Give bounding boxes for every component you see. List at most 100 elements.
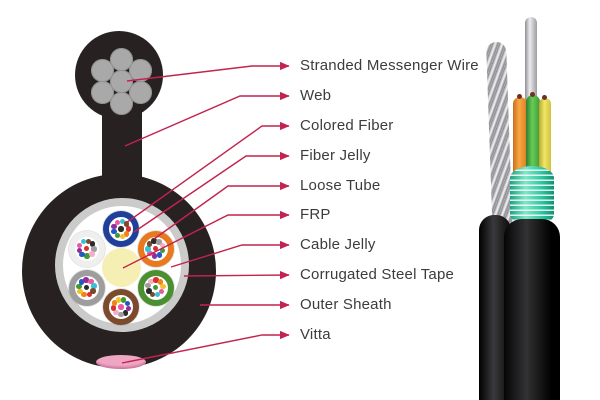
colored-fiber-dot: [78, 279, 85, 285]
line-colored-fiber: [125, 121, 290, 224]
photo-corrugated-steel-tape: [510, 166, 554, 226]
colored-fiber-dot: [81, 291, 87, 298]
colored-fiber-dot: [83, 277, 89, 283]
colored-fiber-dot: [152, 284, 159, 291]
colored-fiber-dot: [90, 288, 96, 294]
messenger-strand: [90, 80, 114, 104]
colored-fiber-dot: [146, 288, 152, 294]
photo-strength-rod: [525, 17, 537, 102]
colored-fiber-dot: [76, 242, 83, 249]
loose-tube-cross-section: [103, 211, 139, 247]
label-outer-sheath: Outer Sheath: [300, 296, 392, 313]
loose-tube-cross-section: [68, 269, 105, 306]
colored-fiber-dot: [118, 226, 124, 232]
colored-fiber-dot: [152, 245, 159, 252]
colored-fiber-dot: [76, 283, 82, 290]
colored-fiber-dot: [111, 300, 118, 306]
colored-fiber-dot: [111, 228, 117, 235]
colored-fiber-dot: [84, 253, 90, 259]
photo-fiber-tip: [542, 95, 547, 100]
loose-tube-cross-section: [137, 230, 174, 267]
messenger-strand: [90, 58, 114, 82]
colored-fiber-dot: [125, 305, 132, 312]
line-web: [124, 91, 290, 147]
colored-fiber-dot: [146, 241, 153, 247]
colored-fiber-dot: [83, 245, 90, 252]
photo-fiber-tip: [530, 92, 535, 97]
colored-fiber-dot: [145, 246, 151, 252]
messenger-strand: [110, 47, 133, 71]
colored-fiber-dot: [154, 291, 161, 298]
messenger-strand: [129, 58, 153, 82]
colored-fiber-dot: [119, 233, 126, 240]
colored-fiber-dot: [145, 282, 151, 289]
colored-fiber-dot: [110, 305, 117, 311]
colored-fiber-dot: [111, 223, 117, 230]
label-stranded-messenger-wire: Stranded Messenger Wire: [300, 57, 479, 74]
colored-fiber-dot: [151, 238, 157, 244]
colored-fiber-dot: [89, 241, 96, 247]
colored-fiber-dot: [159, 247, 166, 254]
photo-fiber-tip: [517, 94, 522, 99]
line-loose-tube: [153, 181, 290, 240]
colored-fiber-dot: [113, 309, 119, 316]
colored-fiber-dot: [114, 219, 120, 226]
colored-fiber-dot: [80, 238, 87, 245]
colored-fiber-dot: [88, 278, 94, 285]
loose-tube-cross-section: [103, 289, 139, 325]
colored-fiber-dot: [118, 311, 124, 318]
messenger-strand: [110, 91, 133, 115]
colored-fiber-dot: [124, 300, 131, 307]
label-web: Web: [300, 87, 332, 104]
loose-tube-cross-section: [68, 230, 105, 267]
colored-fiber-dot: [156, 239, 162, 245]
colored-fiber-dot: [77, 288, 83, 295]
colored-fiber-dot: [160, 283, 166, 290]
line-fiber-jelly: [133, 151, 290, 233]
colored-fiber-dot: [159, 242, 166, 249]
loose-tube-cross-section: [137, 269, 174, 306]
line-cable-jelly: [170, 240, 290, 268]
label-frp: FRP: [300, 206, 331, 223]
messenger-strand: [110, 69, 133, 93]
colored-fiber-dot: [89, 251, 95, 257]
colored-fiber-dot: [149, 291, 156, 298]
colored-fiber-dot: [85, 238, 92, 244]
colored-fiber-dot: [123, 231, 130, 237]
photo-jacket-cable-lobe: [504, 219, 560, 400]
colored-fiber-dot: [115, 297, 122, 303]
line-stranded-messenger-wire: [126, 61, 290, 82]
colored-fiber-dot: [153, 277, 159, 283]
colored-fiber-dot: [151, 253, 158, 259]
colored-fiber-dot: [122, 310, 129, 316]
colored-fiber-dot: [158, 288, 165, 295]
photo-loose-tube-yellow: [539, 98, 551, 175]
colored-fiber-dot: [91, 246, 97, 252]
colored-fiber-dot: [118, 304, 124, 310]
colored-fiber-dot: [148, 278, 154, 285]
label-colored-fiber: Colored Fiber: [300, 117, 394, 134]
colored-fiber-dot: [125, 226, 132, 232]
line-vitta: [121, 330, 290, 364]
messenger-strand: [129, 80, 153, 104]
colored-fiber-dot: [120, 297, 127, 303]
label-loose-tube: Loose Tube: [300, 177, 381, 194]
colored-fiber-dot: [156, 252, 163, 258]
colored-fiber-dot: [114, 232, 120, 239]
colored-fiber-dot: [157, 279, 164, 285]
colored-fiber-dot: [91, 283, 97, 289]
colored-fiber-dot: [119, 218, 126, 225]
label-fiber-jelly: Fiber Jelly: [300, 147, 371, 164]
colored-fiber-dot: [79, 251, 85, 258]
line-corrugated-steel-tape: [183, 270, 290, 280]
label-vitta: Vitta: [300, 326, 331, 343]
line-frp: [122, 210, 290, 269]
label-cable-jelly: Cable Jelly: [300, 236, 376, 253]
frp-center: [102, 248, 141, 287]
colored-fiber-dot: [123, 221, 130, 227]
colored-fiber-dot: [83, 284, 90, 291]
photo-loose-tube-green: [526, 95, 540, 175]
label-corrugated-steel-tape: Corrugated Steel Tape: [300, 266, 455, 283]
